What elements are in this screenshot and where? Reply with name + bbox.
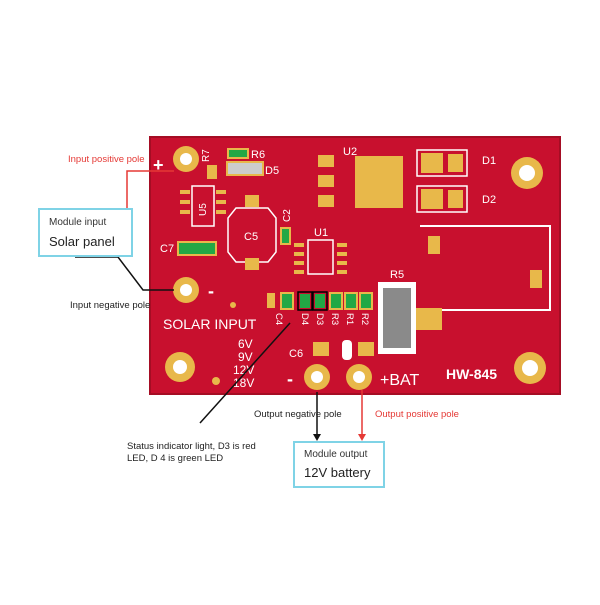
ref-u5: U5 xyxy=(198,203,209,216)
model-label: HW-845 xyxy=(446,366,497,382)
ref-d1: D1 xyxy=(482,155,496,167)
callout-module-input-title: Module input xyxy=(49,217,107,228)
inductor-pad xyxy=(428,236,440,254)
ref-c6: C6 xyxy=(289,348,303,360)
component-u2-pad xyxy=(318,155,334,167)
output-positive-pad xyxy=(346,364,372,390)
arrowhead-output-positive xyxy=(358,434,366,441)
callout-module-output-value: 12V battery xyxy=(304,465,371,480)
ref-u1: U1 xyxy=(314,227,328,239)
ref-r7: R7 xyxy=(201,149,212,162)
component-u2-pad xyxy=(318,195,334,207)
mounting-hole-tl xyxy=(173,146,199,172)
ref-r1: R1 xyxy=(344,313,355,325)
output-minus-sign: - xyxy=(287,369,293,389)
trace-outline xyxy=(420,225,551,311)
component-d2 xyxy=(416,185,468,213)
mounting-hole-br xyxy=(514,352,546,384)
ref-r3: R3 xyxy=(329,313,340,325)
component-d5 xyxy=(226,161,264,176)
ref-c2: C2 xyxy=(282,209,293,222)
component-u2-pad xyxy=(318,175,334,187)
component-c5 xyxy=(227,195,277,270)
output-negative-pad xyxy=(304,364,330,390)
label-input-positive: Input positive pole xyxy=(68,154,145,165)
ref-c4: C4 xyxy=(273,313,284,325)
ref-d3: D3 xyxy=(314,313,325,325)
ref-d2: D2 xyxy=(482,194,496,206)
component-c6 xyxy=(313,340,374,360)
label-output-positive: Output positive pole xyxy=(375,409,459,420)
solar-input-label: SOLAR INPUT xyxy=(163,316,257,332)
voltage-9v: 9V xyxy=(238,350,253,364)
label-output-negative: Output negative pole xyxy=(254,409,342,420)
callout-module-output-title: Module output xyxy=(304,449,368,460)
status-indicator-note: Status indicator light, D3 is red LED, D… xyxy=(127,441,256,464)
via xyxy=(212,377,220,385)
ref-c5: C5 xyxy=(244,231,258,243)
input-plus-sign: + xyxy=(153,155,164,175)
component-d1 xyxy=(416,149,468,177)
input-minus-sign: - xyxy=(208,281,214,301)
ref-d4: D4 xyxy=(299,313,310,325)
input-negative-pad xyxy=(173,277,199,303)
callout-module-input: Module input Solar panel xyxy=(38,208,133,257)
mounting-hole-tr xyxy=(511,157,543,189)
ref-u2: U2 xyxy=(343,146,357,158)
led-resistor-row xyxy=(267,291,373,311)
leader-status xyxy=(199,322,291,424)
via xyxy=(230,302,236,308)
component-u5 xyxy=(180,185,226,227)
arrowhead-output-negative xyxy=(313,434,321,441)
inductor-pad xyxy=(530,270,542,288)
label-input-negative: Input negative pole xyxy=(70,300,151,311)
ref-c7: C7 xyxy=(160,243,174,255)
component-c7 xyxy=(177,241,217,256)
component-r7 xyxy=(207,165,217,179)
callout-module-input-value: Solar panel xyxy=(49,234,115,249)
leader-input-negative xyxy=(75,256,174,291)
ref-r6: R6 xyxy=(251,149,265,161)
callout-module-output: Module output 12V battery xyxy=(293,441,385,488)
ref-d5: D5 xyxy=(265,165,279,177)
ref-r2: R2 xyxy=(359,313,370,325)
component-c2 xyxy=(280,227,291,245)
component-r5 xyxy=(378,282,442,354)
voltage-12v: 12V xyxy=(233,363,254,377)
component-u1 xyxy=(294,239,347,275)
voltage-6v: 6V xyxy=(238,337,253,351)
bat-label: +BAT xyxy=(380,372,420,389)
component-u2-body xyxy=(355,156,403,208)
ref-r5: R5 xyxy=(390,269,404,281)
component-r6 xyxy=(227,148,249,159)
mounting-hole-bl xyxy=(165,352,195,382)
